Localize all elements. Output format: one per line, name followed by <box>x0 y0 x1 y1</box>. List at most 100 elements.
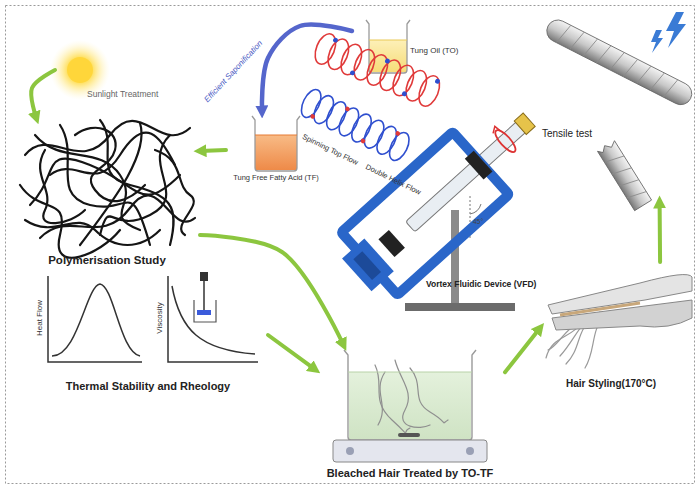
dsc-chart <box>48 276 142 362</box>
polymer-node: Polymerisation Study <box>14 118 200 268</box>
hair-fiber <box>597 140 652 211</box>
vfd-stand <box>405 303 515 311</box>
stirrer-plate <box>466 447 474 455</box>
node-caption: Vortex Fluidic Device (VFD) <box>426 280 536 290</box>
hair-iron <box>560 303 640 315</box>
vfd-device <box>353 251 381 280</box>
vfd-device <box>490 126 500 136</box>
viscosity-chart <box>168 276 258 362</box>
node-caption: Sunlight Treatment <box>87 90 158 100</box>
stirrer-plate <box>346 447 354 455</box>
polymer-network <box>20 120 195 258</box>
node-caption: Tung Free Fatty Acid (TF) <box>226 174 326 183</box>
flow-arrow <box>200 235 344 345</box>
hair-fiber <box>604 152 646 202</box>
hair-fiber <box>597 140 652 211</box>
spinning-top-coil <box>434 78 440 84</box>
sun-node: Sunlight Treatment <box>55 48 170 103</box>
hair-beaker <box>348 372 472 373</box>
vfd-device <box>492 127 518 154</box>
spinning-top-coil <box>332 37 338 43</box>
stirrer-plate <box>398 433 420 437</box>
vfd-device <box>341 132 509 295</box>
polymer-network <box>40 150 85 223</box>
polymer-network <box>100 135 170 235</box>
hair-fiber <box>543 16 696 210</box>
oil-beaker <box>369 40 407 41</box>
hair-beaker <box>378 372 385 425</box>
double-helix-coil <box>360 138 366 144</box>
spinning-top-coil <box>376 57 405 93</box>
treatment-node: Bleached Hair Treated by TO-TF <box>315 345 505 481</box>
acid-beaker-node: Tung Free Fatty Acid (TF) <box>226 112 326 188</box>
page-border <box>6 6 695 484</box>
dsc-chart <box>52 284 140 356</box>
viscosity-chart <box>200 272 208 281</box>
tensile-node: Tensile test <box>530 12 690 202</box>
node-caption: Polymerisation Study <box>14 254 200 267</box>
spinning-top-coil <box>337 41 366 77</box>
node-caption: Tensile test <box>542 128 592 140</box>
hair-beaker <box>410 368 448 423</box>
spinning-top-coil <box>363 52 392 88</box>
spinning-top-coil <box>324 36 353 72</box>
node-caption: Hair Styling(170°C) <box>566 378 656 390</box>
spinning-top-coil <box>401 91 407 97</box>
hair-fiber <box>556 23 677 99</box>
viscosity-chart <box>168 272 258 362</box>
vfd-device <box>406 121 527 232</box>
polymer-network <box>25 220 160 245</box>
spinning-top-coil <box>389 62 418 98</box>
styling-node: Hair Styling(170°C) <box>540 262 692 394</box>
dsc-chart <box>48 276 142 362</box>
vfd-device <box>329 88 558 306</box>
hair-beaker <box>344 350 476 440</box>
spinning-top-coil <box>350 47 379 83</box>
viscosity-chart <box>194 300 216 322</box>
double-helix-coil <box>335 105 363 139</box>
spinning-top-coil <box>402 68 431 104</box>
spinning-top-coil <box>384 58 390 64</box>
double-helix-coil <box>344 106 350 112</box>
viscosity-chart <box>197 310 211 315</box>
polymer-network <box>60 125 150 245</box>
lightning-symbol <box>651 12 686 53</box>
node-caption: Thermal Stability and Rheology <box>28 380 268 393</box>
stirrer-plate <box>333 433 487 462</box>
hair-beaker <box>349 372 471 439</box>
lightning-symbol <box>651 30 663 53</box>
vfd-node: Vortex Fluidic Device (VFD) <box>330 85 530 315</box>
acid-beaker <box>255 135 297 170</box>
acid-beaker <box>252 116 300 171</box>
lightning-symbol <box>666 12 686 48</box>
hair-beaker <box>375 360 448 433</box>
double-helix-coil <box>297 87 413 164</box>
oil-beaker-node: Tung Oil (TO) <box>352 16 462 76</box>
hair-iron <box>552 300 692 330</box>
axis-label: Heat Flow <box>36 300 45 336</box>
vfd-device <box>514 113 535 134</box>
node-caption: Bleached Hair Treated by TO-TF <box>315 467 505 480</box>
flow-arrow <box>262 25 352 112</box>
flow-arrow <box>505 328 540 372</box>
polymer-network <box>100 120 174 245</box>
vfd-stand <box>470 204 481 214</box>
stirrer-plate <box>333 440 487 462</box>
vfd-device <box>378 230 404 257</box>
axis-label: Viscosity <box>156 302 165 333</box>
flow-arrow <box>658 202 662 262</box>
acid-beaker <box>252 116 300 171</box>
node-caption: Tung Oil (TO) <box>410 46 458 55</box>
double-helix-coil <box>386 129 414 163</box>
flow-arrow <box>200 150 226 151</box>
acid-beaker <box>255 135 297 136</box>
spinning-top-coil <box>311 31 340 67</box>
thermal-node: Thermal Stability and Rheology <box>28 270 268 400</box>
vfd-device <box>465 151 493 180</box>
flow-arrow <box>31 70 55 118</box>
double-helix-coil <box>297 87 413 164</box>
viscosity-chart <box>172 286 255 354</box>
vfd-stand <box>451 210 459 305</box>
